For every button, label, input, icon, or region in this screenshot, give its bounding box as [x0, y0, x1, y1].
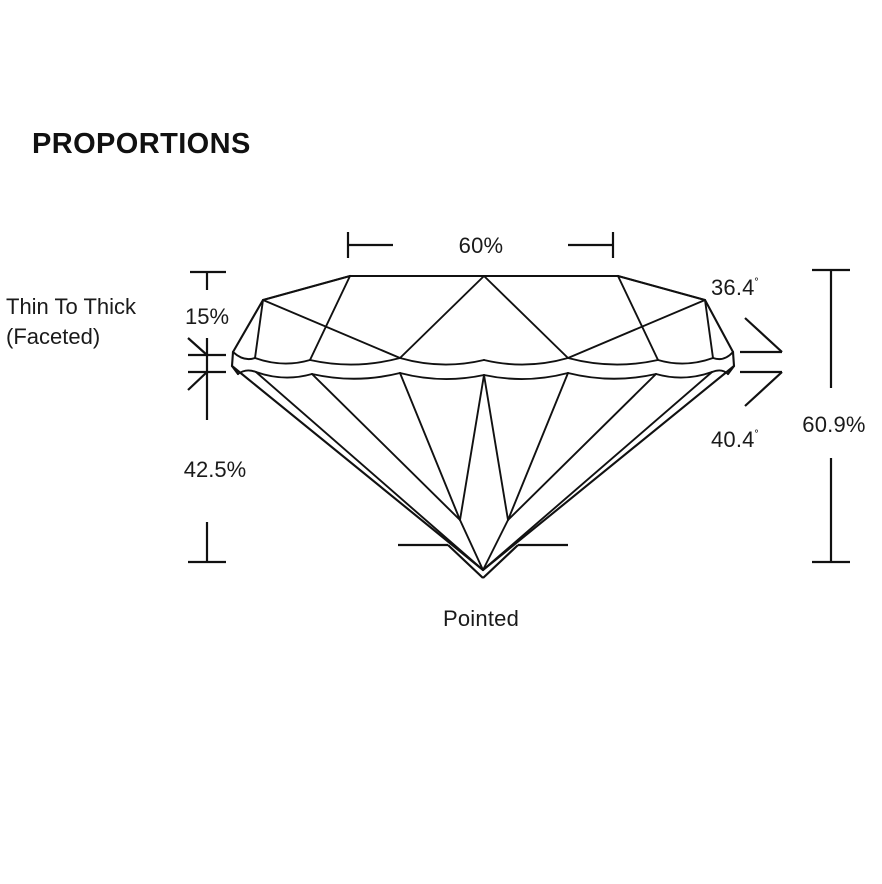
culet-chevron-left	[447, 544, 484, 579]
girdle-arc-top-8	[712, 351, 734, 361]
girdle-description-line2: (Faceted)	[6, 324, 100, 349]
pavilion-main-facet-8	[482, 371, 713, 571]
girdle-arc-bottom-8	[711, 369, 729, 375]
lower-girdle-facet-left	[459, 519, 484, 571]
pavilion-depth-percent-label: 42.5%	[184, 457, 246, 482]
crown-angle-degree-symbol: ˚	[755, 276, 760, 291]
crown-angle-label: 36.4˚	[711, 275, 759, 300]
girdle-arc-top-2	[254, 357, 311, 365]
pavilion-main-facet-3	[399, 372, 461, 521]
star-facet-right-diagonal	[567, 299, 706, 359]
girdle-leader-slash-upper	[187, 337, 208, 356]
bezel-facet-right-edge	[617, 275, 659, 361]
crown-facets	[231, 274, 735, 366]
pavilion-angle-diagonal	[744, 371, 783, 407]
girdle-arc-bottom-2	[255, 371, 313, 379]
girdle-band	[230, 350, 736, 380]
star-facet-left-diagonal	[262, 299, 401, 359]
lower-girdle-facet-right	[482, 519, 509, 571]
girdle-arc-top-4	[399, 357, 485, 366]
bezel-facet-center-right	[483, 275, 569, 359]
pavilion-main-facet-7	[507, 373, 657, 521]
culet-callout: Pointed	[398, 543, 568, 631]
crown-angle-indicator: 36.4˚	[711, 275, 783, 354]
pavilion-facets	[230, 364, 736, 572]
upper-girdle-facet-left	[254, 299, 264, 359]
pavilion-main-facet-2	[311, 373, 461, 521]
girdle-arc-top-5	[483, 357, 569, 366]
girdle-arc-bottom-6	[567, 372, 657, 380]
pavilion-angle-value: 40.4	[711, 427, 755, 452]
girdle-arc-bottom-7	[655, 371, 713, 379]
pavilion-right-outline	[481, 364, 736, 572]
bezel-facet-center-left	[399, 275, 485, 359]
girdle-arc-top-7	[657, 357, 714, 365]
page-title: PROPORTIONS	[32, 128, 251, 160]
girdle-description-line1: Thin To Thick	[6, 294, 137, 319]
girdle-arc-bottom-4	[399, 372, 485, 380]
pavilion-main-facet-1	[255, 371, 484, 571]
girdle-arc-bottom-3	[311, 372, 401, 380]
girdle-arc-top-3	[309, 357, 401, 366]
girdle-leader-slash-lower	[187, 371, 208, 391]
table-dimension: 60%	[346, 232, 615, 258]
star-facet-far-right	[617, 275, 706, 301]
crown-angle-value: 36.4	[711, 275, 755, 300]
crown-angle-diagonal	[744, 317, 783, 353]
diamond-gem-drawing	[230, 274, 736, 572]
culet-description-label: Pointed	[443, 606, 519, 631]
bezel-facet-left-edge	[309, 275, 351, 361]
girdle-arc-top-6	[567, 357, 659, 366]
pavilion-left-outline	[230, 364, 485, 572]
left-dimension-stack: 15% 42.5%	[184, 270, 246, 564]
girdle-arc-bottom-5	[483, 372, 569, 380]
upper-girdle-facet-right	[704, 299, 714, 359]
girdle-arc-top-1	[232, 351, 256, 361]
total-depth-percent-label: 60.9%	[802, 412, 865, 437]
total-depth-dimension: 60.9%	[802, 268, 865, 564]
pavilion-main-facet-4	[459, 374, 485, 521]
pavilion-angle-indicator: 40.4˚	[711, 370, 783, 452]
pavilion-angle-label: 40.4˚	[711, 427, 759, 452]
pavilion-angle-degree-symbol: ˚	[755, 428, 760, 443]
girdle-description: Thin To Thick (Faceted)	[6, 294, 137, 349]
pavilion-main-facet-5	[483, 374, 509, 521]
table-percent-label: 60%	[459, 233, 504, 258]
culet-chevron-right	[482, 544, 519, 579]
star-facet-far-left	[262, 275, 351, 301]
pavilion-main-facet-6	[507, 372, 569, 521]
crown-height-percent-label: 15%	[185, 304, 229, 329]
